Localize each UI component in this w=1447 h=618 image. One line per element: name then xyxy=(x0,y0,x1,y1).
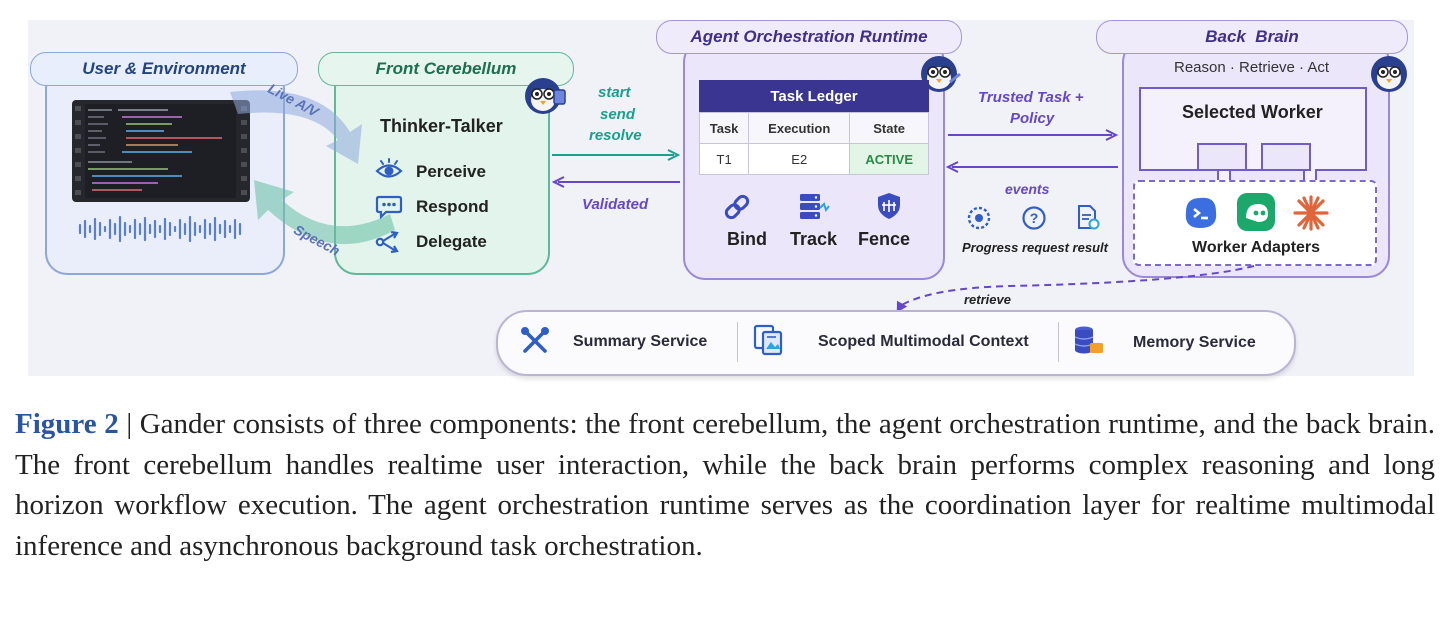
result-doc-icon xyxy=(1078,205,1100,230)
runtime-header: Agent Orchestration Runtime xyxy=(656,20,962,54)
shield-icon xyxy=(878,193,900,219)
figure-label: Figure 2 xyxy=(15,408,119,440)
divider xyxy=(1058,322,1059,362)
screen-video-frame xyxy=(72,100,250,202)
task-ledger-title: Task Ledger xyxy=(699,80,929,112)
worker-adapters-label: Worker Adapters xyxy=(1192,239,1321,256)
figure-caption: Figure 2 | Gander consists of three comp… xyxy=(15,404,1435,566)
trusted-task-arrow xyxy=(948,129,1119,141)
progress-icon xyxy=(967,206,991,230)
caption-separator: | xyxy=(118,408,140,440)
start-send-resolve-arrow xyxy=(552,149,681,161)
front-cerebellum-header: Front Cerebellum xyxy=(318,52,574,86)
scoped-multimodal-context-label: Scoped Multimodal Context xyxy=(818,333,1029,350)
caption-text: Gander consists of three components: the… xyxy=(15,408,1436,562)
code-screen-icon xyxy=(75,104,247,198)
table-cell: T1 xyxy=(698,143,750,175)
fence-label: Fence xyxy=(858,229,911,249)
bind-label: Bind xyxy=(727,229,767,249)
column-header: State xyxy=(849,112,929,144)
policy-label: Policy xyxy=(1010,110,1055,127)
status-badge: ACTIVE xyxy=(849,143,929,175)
audio-waveform-icon xyxy=(78,215,242,243)
table-cell: E2 xyxy=(748,143,851,175)
back-brain-subtitle: Reason · Retrieve · Act xyxy=(1174,59,1330,76)
events-label: events xyxy=(1005,181,1050,197)
events-detail-label: Progress request result xyxy=(962,240,1108,255)
database-icon xyxy=(1074,326,1103,354)
perceive-label: Perceive xyxy=(416,162,486,181)
respond-label: Respond xyxy=(416,197,489,216)
column-header: Execution xyxy=(748,112,851,144)
table-header-row: Task Execution State xyxy=(698,112,929,144)
retrieve-arrow xyxy=(896,265,1255,313)
live-av-arrow-icon xyxy=(230,90,362,164)
speech-arrow-icon xyxy=(254,180,395,245)
question-icon: ? xyxy=(1022,206,1046,230)
resolve-label: resolve xyxy=(589,127,642,144)
user-environment-header: User & Environment xyxy=(30,52,298,86)
selected-worker-block xyxy=(1139,87,1367,186)
events-arrow xyxy=(946,161,1118,173)
selected-worker-label: Selected Worker xyxy=(1182,102,1323,122)
memory-service-label: Memory Service xyxy=(1133,334,1256,351)
back-brain-header: Back Brain xyxy=(1096,20,1408,54)
multimodal-icon xyxy=(753,324,783,356)
start-label: start xyxy=(598,84,631,101)
penguin-mascot-icon xyxy=(921,56,961,92)
thinker-talker-label: Thinker-Talker xyxy=(380,116,503,136)
retrieve-label: retrieve xyxy=(964,292,1011,307)
delegate-label: Delegate xyxy=(416,232,487,251)
summary-service-label: Summary Service xyxy=(573,333,708,350)
penguin-mascot-icon xyxy=(1371,56,1407,92)
tools-icon xyxy=(521,327,549,353)
terminal-app-icon xyxy=(1185,197,1217,228)
track-label: Track xyxy=(790,229,838,249)
validated-arrow xyxy=(552,176,680,188)
svg-text:?: ? xyxy=(1030,210,1039,226)
chat-bubble-icon xyxy=(375,195,403,220)
task-ledger: Task Ledger Task Execution State T1 E2 A… xyxy=(698,80,929,175)
divider xyxy=(737,322,738,362)
penguin-mascot-icon xyxy=(525,78,566,114)
green-app-icon xyxy=(1237,193,1275,231)
eye-icon xyxy=(375,158,403,178)
starburst-icon xyxy=(1293,195,1329,231)
link-icon xyxy=(724,194,750,220)
share-icon xyxy=(375,230,399,254)
send-label: send xyxy=(600,106,636,123)
column-header: Task xyxy=(698,112,750,144)
services-bar xyxy=(496,310,1296,376)
task-ledger-table: Task Execution State T1 E2 ACTIVE xyxy=(698,112,929,175)
trusted-task-label: Trusted Task + xyxy=(978,89,1084,106)
validated-label: Validated xyxy=(582,196,649,213)
table-row: T1 E2 ACTIVE xyxy=(698,143,929,175)
server-stack-icon xyxy=(800,194,830,219)
